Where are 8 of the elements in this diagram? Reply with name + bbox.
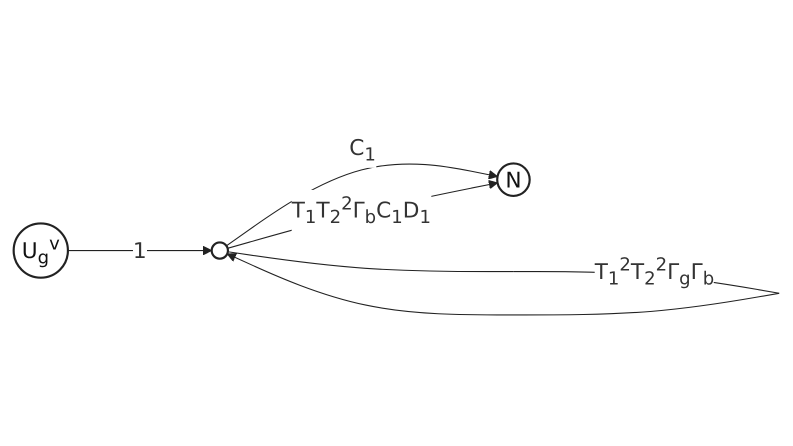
edge-label: T$_{1}$$^{2}$T$_{2}$$^{2}$Γ$_{g}$Γ$_{b}$ <box>594 254 714 289</box>
edge-label: 1 <box>132 238 147 264</box>
node-circle <box>210 241 230 260</box>
edge-label: C$_{1}$ <box>349 134 376 165</box>
edge-label: T$_{1}$T$_{2}$$^{2}$Γ$_{b}$C$_{1}$D$_{1}$ <box>292 193 431 228</box>
arrow <box>68 246 212 256</box>
arrow <box>226 164 498 246</box>
node-circle: N <box>496 162 531 197</box>
